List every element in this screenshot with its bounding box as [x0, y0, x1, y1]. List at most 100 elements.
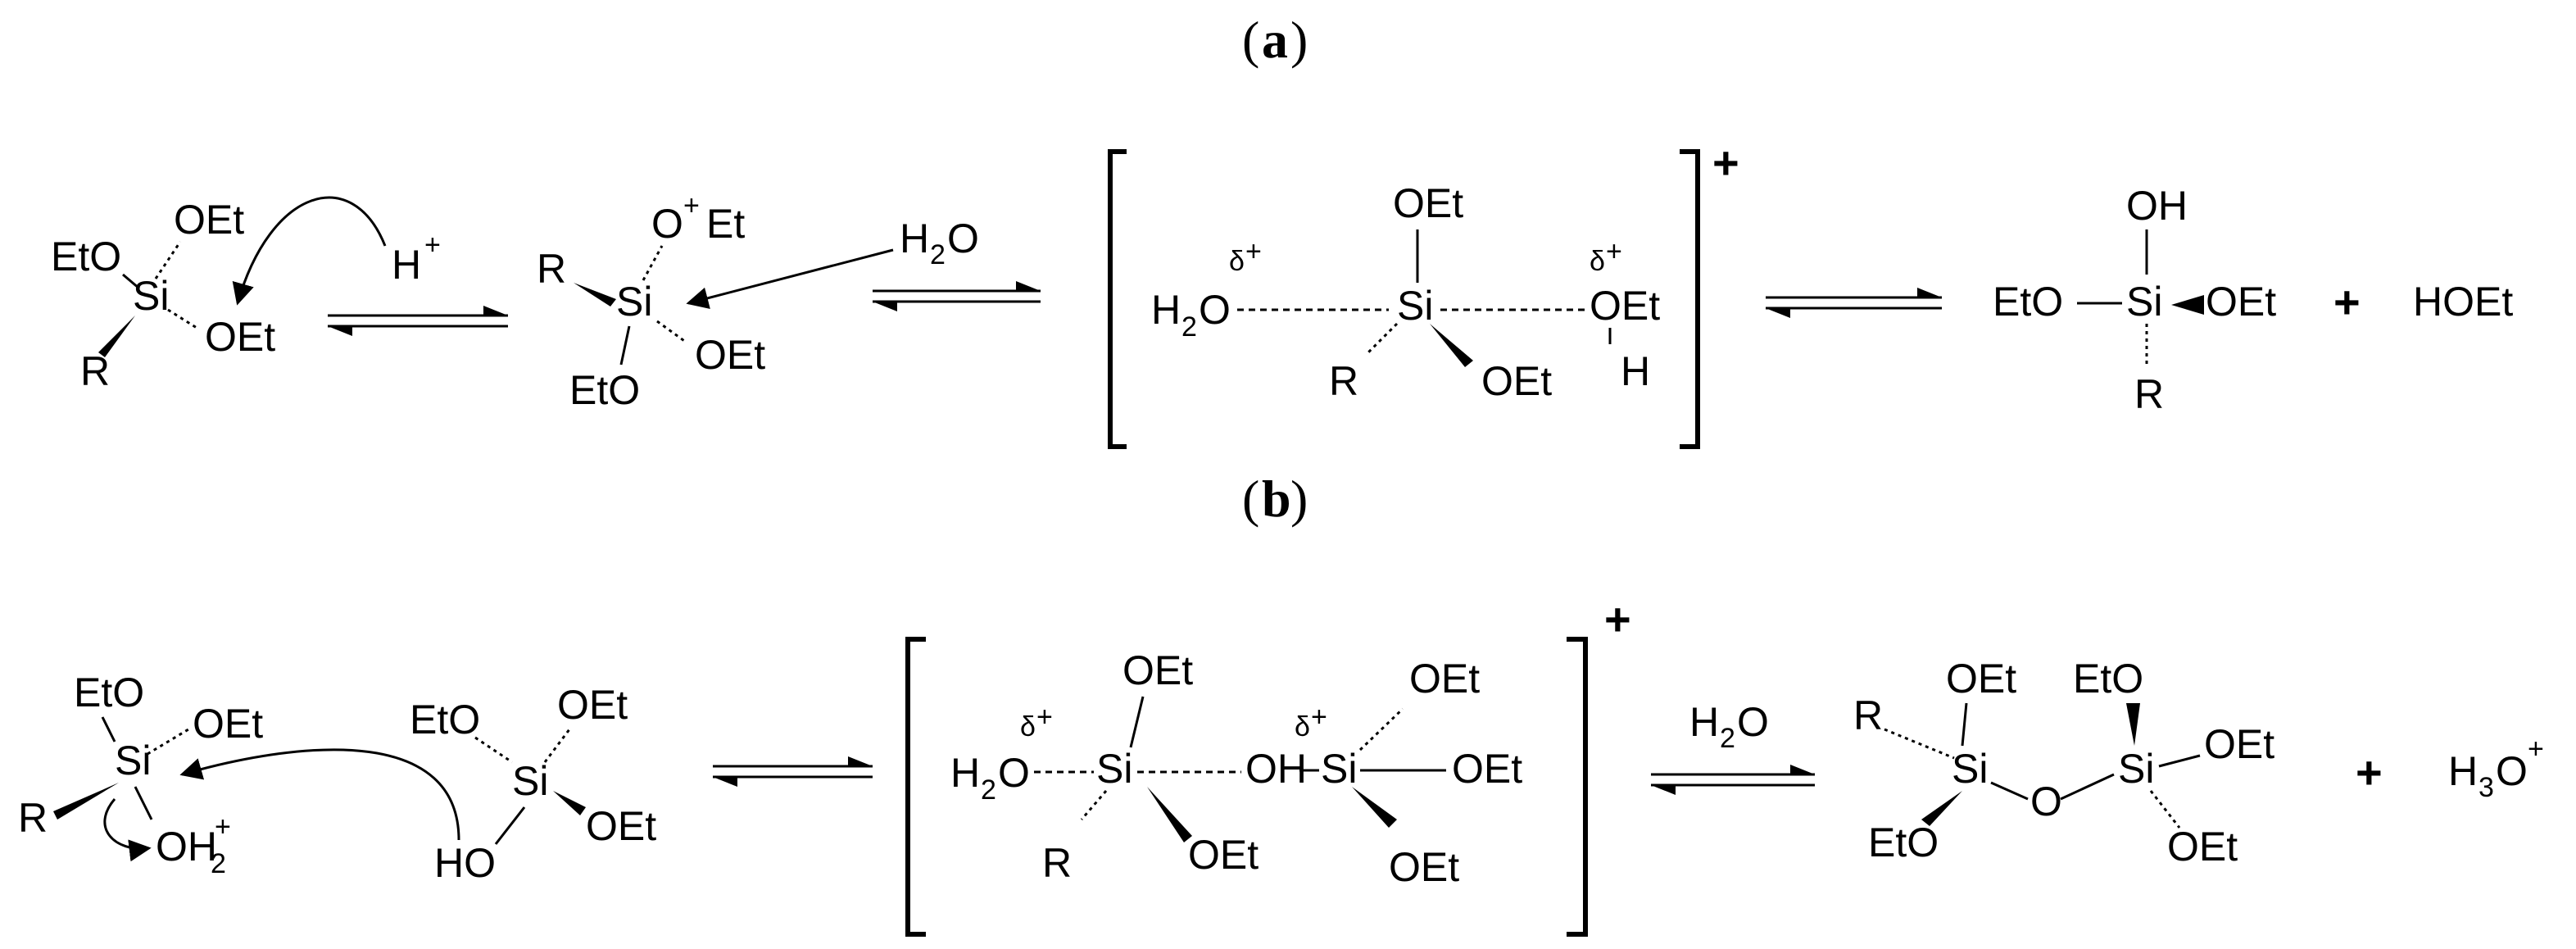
svg-text:OEt: OEt: [174, 197, 244, 243]
svg-text:OEt: OEt: [2204, 721, 2274, 767]
a-protonated-silane: R O + Et Si OEt EtO H 2 O: [537, 190, 979, 413]
svg-text:OEt: OEt: [1393, 180, 1463, 226]
svg-text:EtO: EtO: [1993, 279, 2063, 325]
panel-label-a: ( a ): [1242, 11, 1308, 69]
svg-text:O: O: [2030, 779, 2062, 824]
svg-text:+: +: [215, 811, 231, 842]
svg-text:H: H: [900, 216, 929, 261]
svg-text:+: +: [1036, 702, 1053, 733]
svg-text:2: 2: [1181, 311, 1197, 343]
svg-text:(: (: [1242, 470, 1259, 528]
svg-text:R: R: [1042, 840, 1072, 886]
svg-text:H: H: [1151, 287, 1181, 333]
equilibrium-arrow-a3: [1766, 288, 1942, 318]
svg-text:EtO: EtO: [51, 234, 121, 279]
b-transition-state: + H 2 O δ + Si OEt δ + OH Si OEt OEt OEt…: [905, 593, 1631, 937]
svg-text:OEt: OEt: [193, 701, 263, 747]
svg-text:Si: Si: [133, 273, 169, 319]
svg-text:H: H: [950, 750, 980, 796]
svg-text:OEt: OEt: [695, 332, 765, 378]
panel-label-b: ( b ): [1242, 470, 1308, 528]
svg-text:OEt: OEt: [557, 682, 628, 728]
svg-text:δ: δ: [1295, 711, 1310, 742]
svg-text:): ): [1290, 11, 1308, 69]
a-transition-state: + H 2 O δ + Si OEt δ + OEt H R OEt: [1108, 137, 1739, 449]
svg-text:Si: Si: [1952, 746, 1988, 792]
svg-text:O: O: [651, 201, 683, 247]
svg-text:OEt: OEt: [205, 314, 275, 360]
svg-text:R: R: [1329, 358, 1358, 404]
svg-text:2: 2: [930, 239, 946, 270]
a-silane-reactant: EtO OEt Si OEt R H +: [51, 196, 441, 394]
svg-text:R: R: [18, 795, 48, 841]
svg-text:+: +: [1604, 593, 1631, 645]
svg-text:HOEt: HOEt: [2413, 279, 2513, 325]
svg-text:+: +: [2528, 733, 2544, 765]
svg-text:Si: Si: [1096, 746, 1132, 792]
equilibrium-arrow-a1: [328, 306, 508, 336]
svg-text:OH: OH: [156, 824, 217, 870]
svg-text:+: +: [1712, 137, 1739, 188]
svg-text:OEt: OEt: [586, 803, 656, 849]
svg-text:+: +: [2333, 276, 2361, 328]
svg-text:a: a: [1262, 11, 1288, 69]
svg-text:H: H: [1689, 699, 1719, 745]
svg-text:δ: δ: [1229, 246, 1245, 277]
svg-text:OEt: OEt: [2206, 279, 2276, 325]
svg-text:OEt: OEt: [1389, 844, 1459, 890]
svg-text:Si: Si: [2118, 746, 2154, 792]
a-silanol-product: OH EtO Si OEt R + HOEt: [1993, 183, 2513, 417]
equilibrium-arrow-a2: [873, 281, 1041, 311]
svg-text:Si: Si: [1397, 283, 1433, 329]
svg-text:R: R: [2134, 371, 2164, 417]
svg-text:3: 3: [2478, 772, 2494, 803]
equilibrium-arrow-b2: H 2 O: [1651, 699, 1815, 795]
svg-text:Et: Et: [706, 201, 745, 247]
svg-text:+: +: [1606, 236, 1622, 267]
svg-text:Si: Si: [2126, 279, 2162, 325]
svg-text:O: O: [1737, 699, 1769, 745]
svg-text:OEt: OEt: [1409, 656, 1480, 702]
svg-text:Si: Si: [115, 738, 151, 783]
svg-text:b: b: [1262, 470, 1291, 528]
svg-text:EtO: EtO: [569, 367, 640, 413]
b-protonated-silanol: EtO OEt Si R OH 2 +: [18, 670, 263, 879]
svg-text:OEt: OEt: [1452, 746, 1522, 792]
svg-text:O: O: [2496, 748, 2528, 794]
svg-text:+: +: [683, 190, 700, 221]
svg-text:(: (: [1242, 11, 1259, 69]
svg-text:EtO: EtO: [410, 697, 480, 742]
svg-text:δ: δ: [1590, 246, 1605, 277]
svg-text:OH: OH: [2126, 183, 2188, 229]
svg-text:2: 2: [211, 848, 226, 879]
svg-text:2: 2: [981, 774, 996, 806]
b-silanol-nucleophile: EtO OEt Si OEt HO: [179, 682, 656, 886]
svg-text:Si: Si: [1321, 746, 1357, 792]
svg-text:O: O: [947, 216, 979, 261]
svg-text:OEt: OEt: [1946, 656, 2016, 702]
svg-text:EtO: EtO: [1868, 820, 1939, 865]
svg-text:+: +: [1311, 702, 1327, 733]
svg-text:OEt: OEt: [1122, 647, 1193, 693]
svg-text:R: R: [537, 246, 566, 292]
svg-text:+: +: [424, 229, 441, 261]
svg-text:): ): [1290, 470, 1308, 528]
svg-text:Si: Si: [616, 279, 652, 325]
svg-text:δ: δ: [1020, 711, 1036, 742]
svg-text:Si: Si: [512, 758, 548, 804]
svg-text:OH: OH: [1245, 746, 1307, 792]
svg-text:EtO: EtO: [74, 670, 144, 715]
svg-text:H: H: [1621, 348, 1650, 394]
svg-text:H: H: [2448, 748, 2478, 794]
svg-text:H: H: [392, 242, 421, 288]
svg-text:OEt: OEt: [2167, 824, 2238, 870]
svg-text:O: O: [1199, 287, 1231, 333]
svg-text:2: 2: [1720, 723, 1735, 754]
svg-text:O: O: [998, 750, 1030, 796]
svg-text:HO: HO: [434, 840, 496, 886]
svg-text:+: +: [1245, 236, 1262, 267]
equilibrium-arrow-b1: [713, 756, 873, 787]
svg-text:EtO: EtO: [2073, 656, 2143, 702]
b-siloxane-product: R OEt Si EtO O Si EtO OEt OEt + H 3 O +: [1853, 656, 2544, 870]
